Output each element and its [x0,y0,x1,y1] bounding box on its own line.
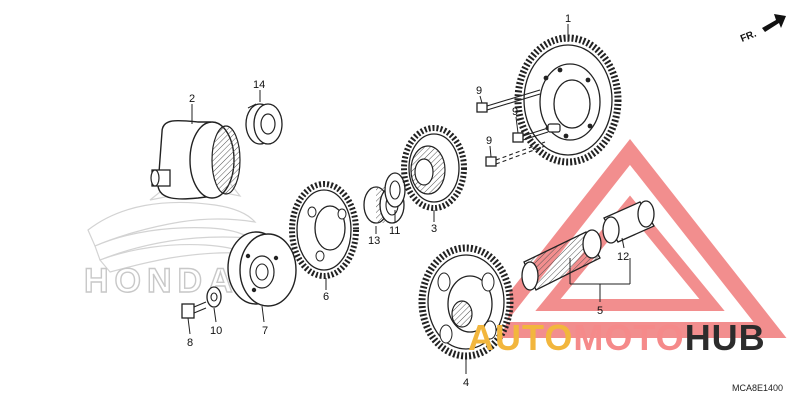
label-part-8: 8 [187,337,193,349]
part-6-sprocket [289,181,359,279]
label-part-13: 13 [368,235,380,247]
part-number-labels: 1 2 3 4 5 6 7 8 9 9 9 10 11 12 13 14 [187,13,629,389]
front-direction-indicator: FR. [739,14,786,45]
part-7-clutch-outer [227,231,297,307]
part-3-idle-gear [401,125,467,211]
label-part-11: 11 [389,225,400,237]
label-part-3: 3 [431,223,437,235]
part-8-bolt [181,301,207,319]
part-12-sleeve [602,200,655,244]
part-2-clutch-housing [150,119,241,200]
arrow-icon [762,14,786,32]
part-9-bolt-c [485,141,546,167]
watermark-hub: HUB [685,317,766,358]
label-part-5: 5 [597,305,603,317]
part-5-shaft [521,229,602,291]
part-14-bearing [245,103,283,145]
label-part-9-b: 9 [512,106,518,118]
label-part-14: 14 [253,79,265,91]
part-10-washer [206,286,222,308]
label-part-6: 6 [323,291,329,303]
label-part-2: 2 [189,93,195,105]
label-part-12: 12 [617,251,629,263]
leader-lines [187,24,631,374]
label-part-4: 4 [463,377,469,389]
watermark-moto: MOTO [573,317,684,358]
fr-label: FR. [739,28,758,44]
label-part-9-a: 9 [476,85,482,97]
label-part-7: 7 [262,325,268,337]
svg-text:AUTOMOTOHUB: AUTOMOTOHUB [468,317,766,358]
label-part-1: 1 [565,13,571,25]
label-part-9-c: 9 [486,135,492,147]
part-9-bolt-a [476,89,541,113]
automotohub-watermark: AUTOMOTOHUB [468,317,766,358]
watermark-triangle [473,139,787,338]
part-11-washer [384,172,406,208]
part-4-large-gear [418,244,514,360]
label-part-10: 10 [210,325,222,337]
diagram-code: MCA8E1400 [732,383,783,393]
watermark-auto: AUTO [468,317,573,358]
part-1-driven-gear [514,34,622,166]
